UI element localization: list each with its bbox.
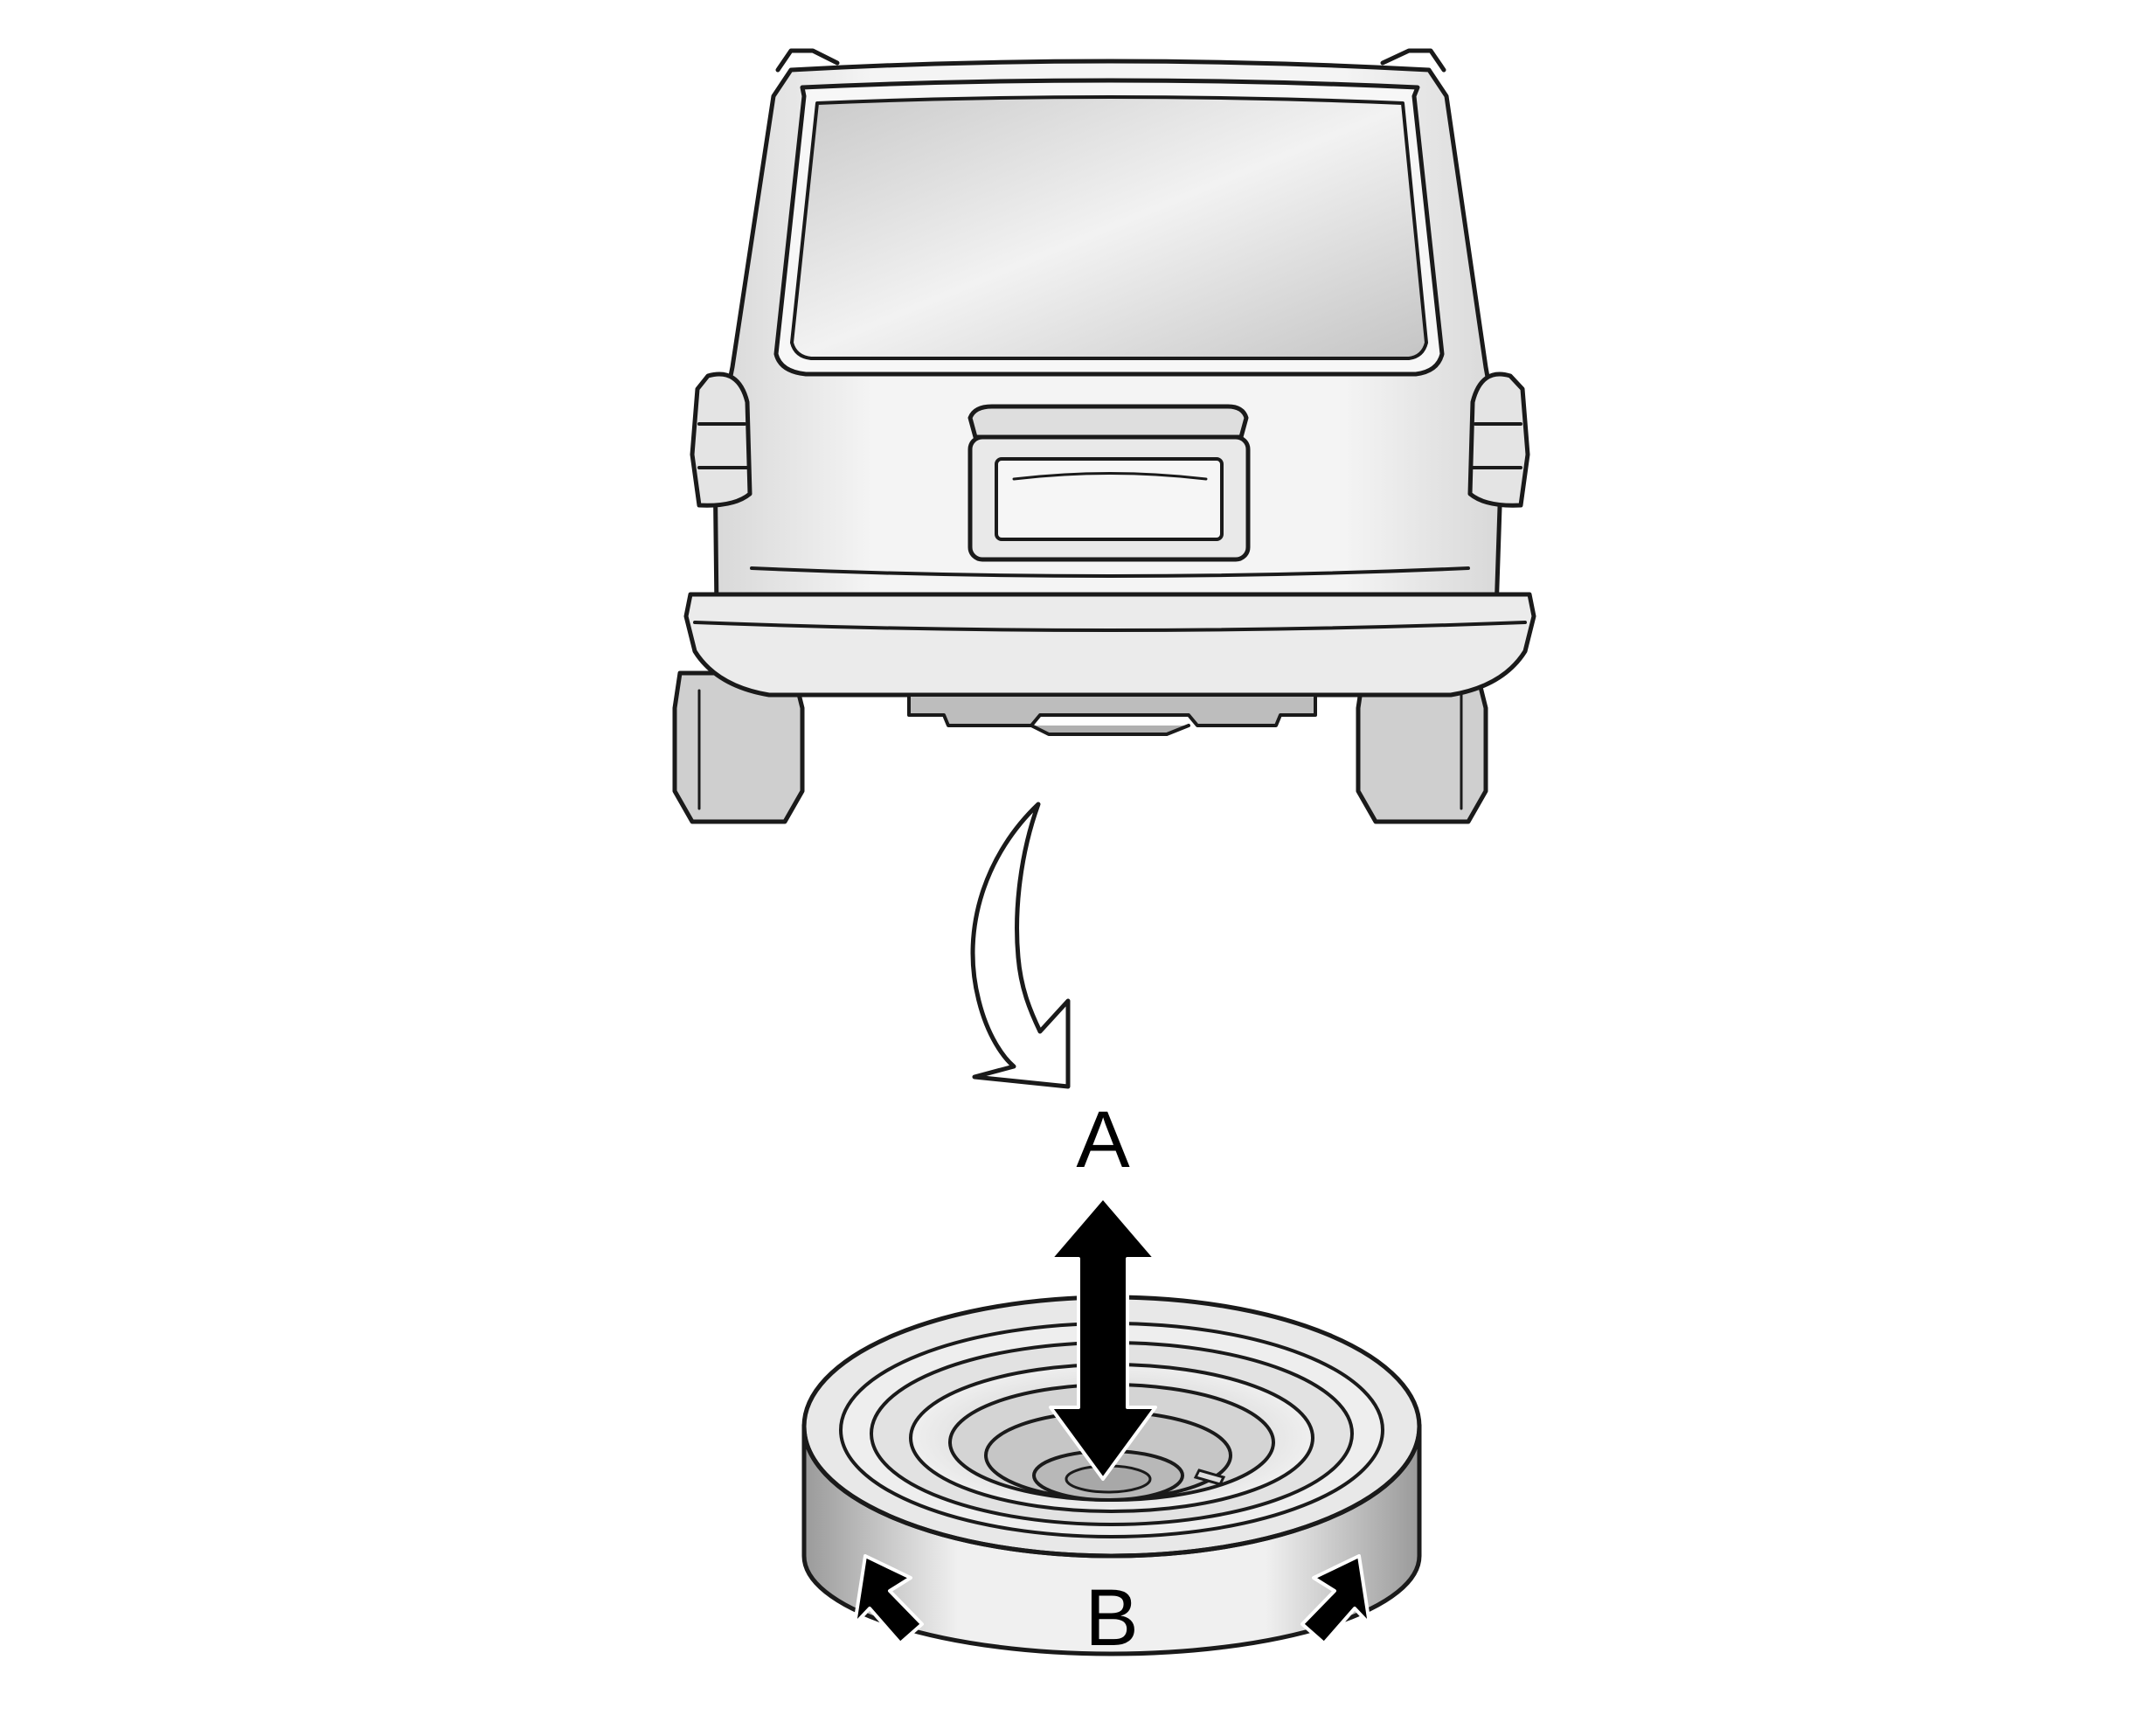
right-tail-light (1467, 372, 1530, 508)
left-roof-rail (775, 48, 840, 73)
tailgate-handle (968, 404, 1249, 440)
callout-label-a: A (1076, 1095, 1130, 1184)
vehicle-rear-view (672, 48, 1536, 824)
rotation-arrow-left-icon (853, 1554, 924, 1645)
callout-label-b: B (1085, 1573, 1138, 1663)
valve-stem (1193, 1469, 1226, 1486)
rear-bumper (683, 592, 1536, 698)
right-roof-rail (1380, 48, 1446, 73)
double-headed-vertical-arrow-icon (1049, 1196, 1157, 1481)
left-tail-light (690, 372, 752, 508)
rear-underbody (907, 693, 1317, 727)
license-plate (995, 457, 1224, 541)
curved-arrow-icon (970, 802, 1071, 1089)
hitch-area (1030, 724, 1190, 736)
rear-window-glass (790, 95, 1428, 360)
rotation-arrow-right-icon (1300, 1554, 1371, 1645)
